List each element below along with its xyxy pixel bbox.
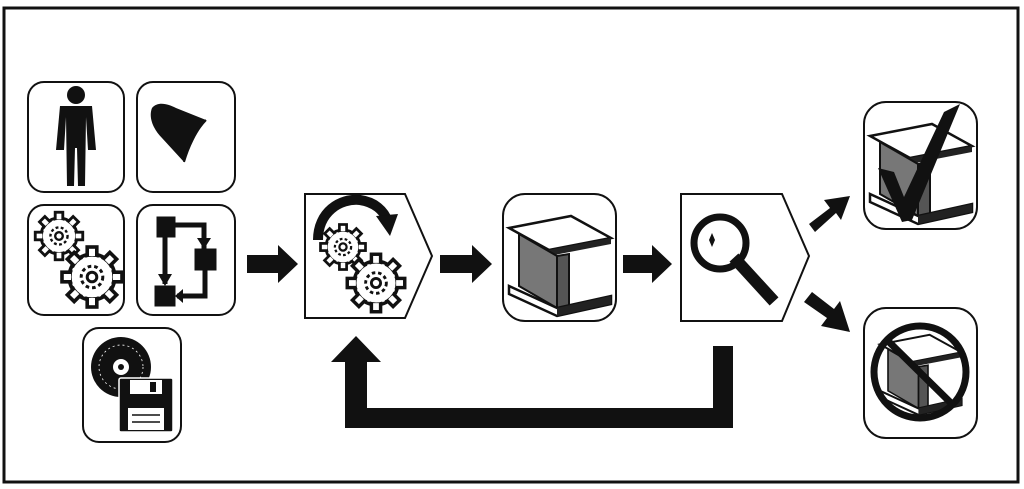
arrow-inputs-to-process [247,245,298,283]
flowchart-input [136,204,236,316]
material-piece-icon [150,103,207,163]
arrow-product-to-inspection [623,245,672,283]
person-input [27,81,125,193]
arrow-process-to-product [440,245,492,283]
magnifier-inspection-icon [690,213,779,306]
disk-and-floppy-icon [91,337,174,433]
material-input [136,81,236,193]
gears-input [27,204,125,316]
inspection-step [680,193,811,322]
accepted-outcome [863,101,978,230]
i-beam-checkmark-icon [878,104,960,222]
rotating-gears-process-icon [313,194,407,314]
arrow-to-accepted [809,196,850,232]
arrow-to-rejected [804,292,850,332]
process-step [304,193,434,319]
person-icon [56,86,96,186]
flowchart-icon [154,216,217,307]
rejected-outcome [863,307,978,439]
i-beam-prohibited-icon [870,322,970,422]
product-step [502,193,617,322]
feedback-loop-arrow [331,336,733,428]
data-storage-input [82,327,182,443]
